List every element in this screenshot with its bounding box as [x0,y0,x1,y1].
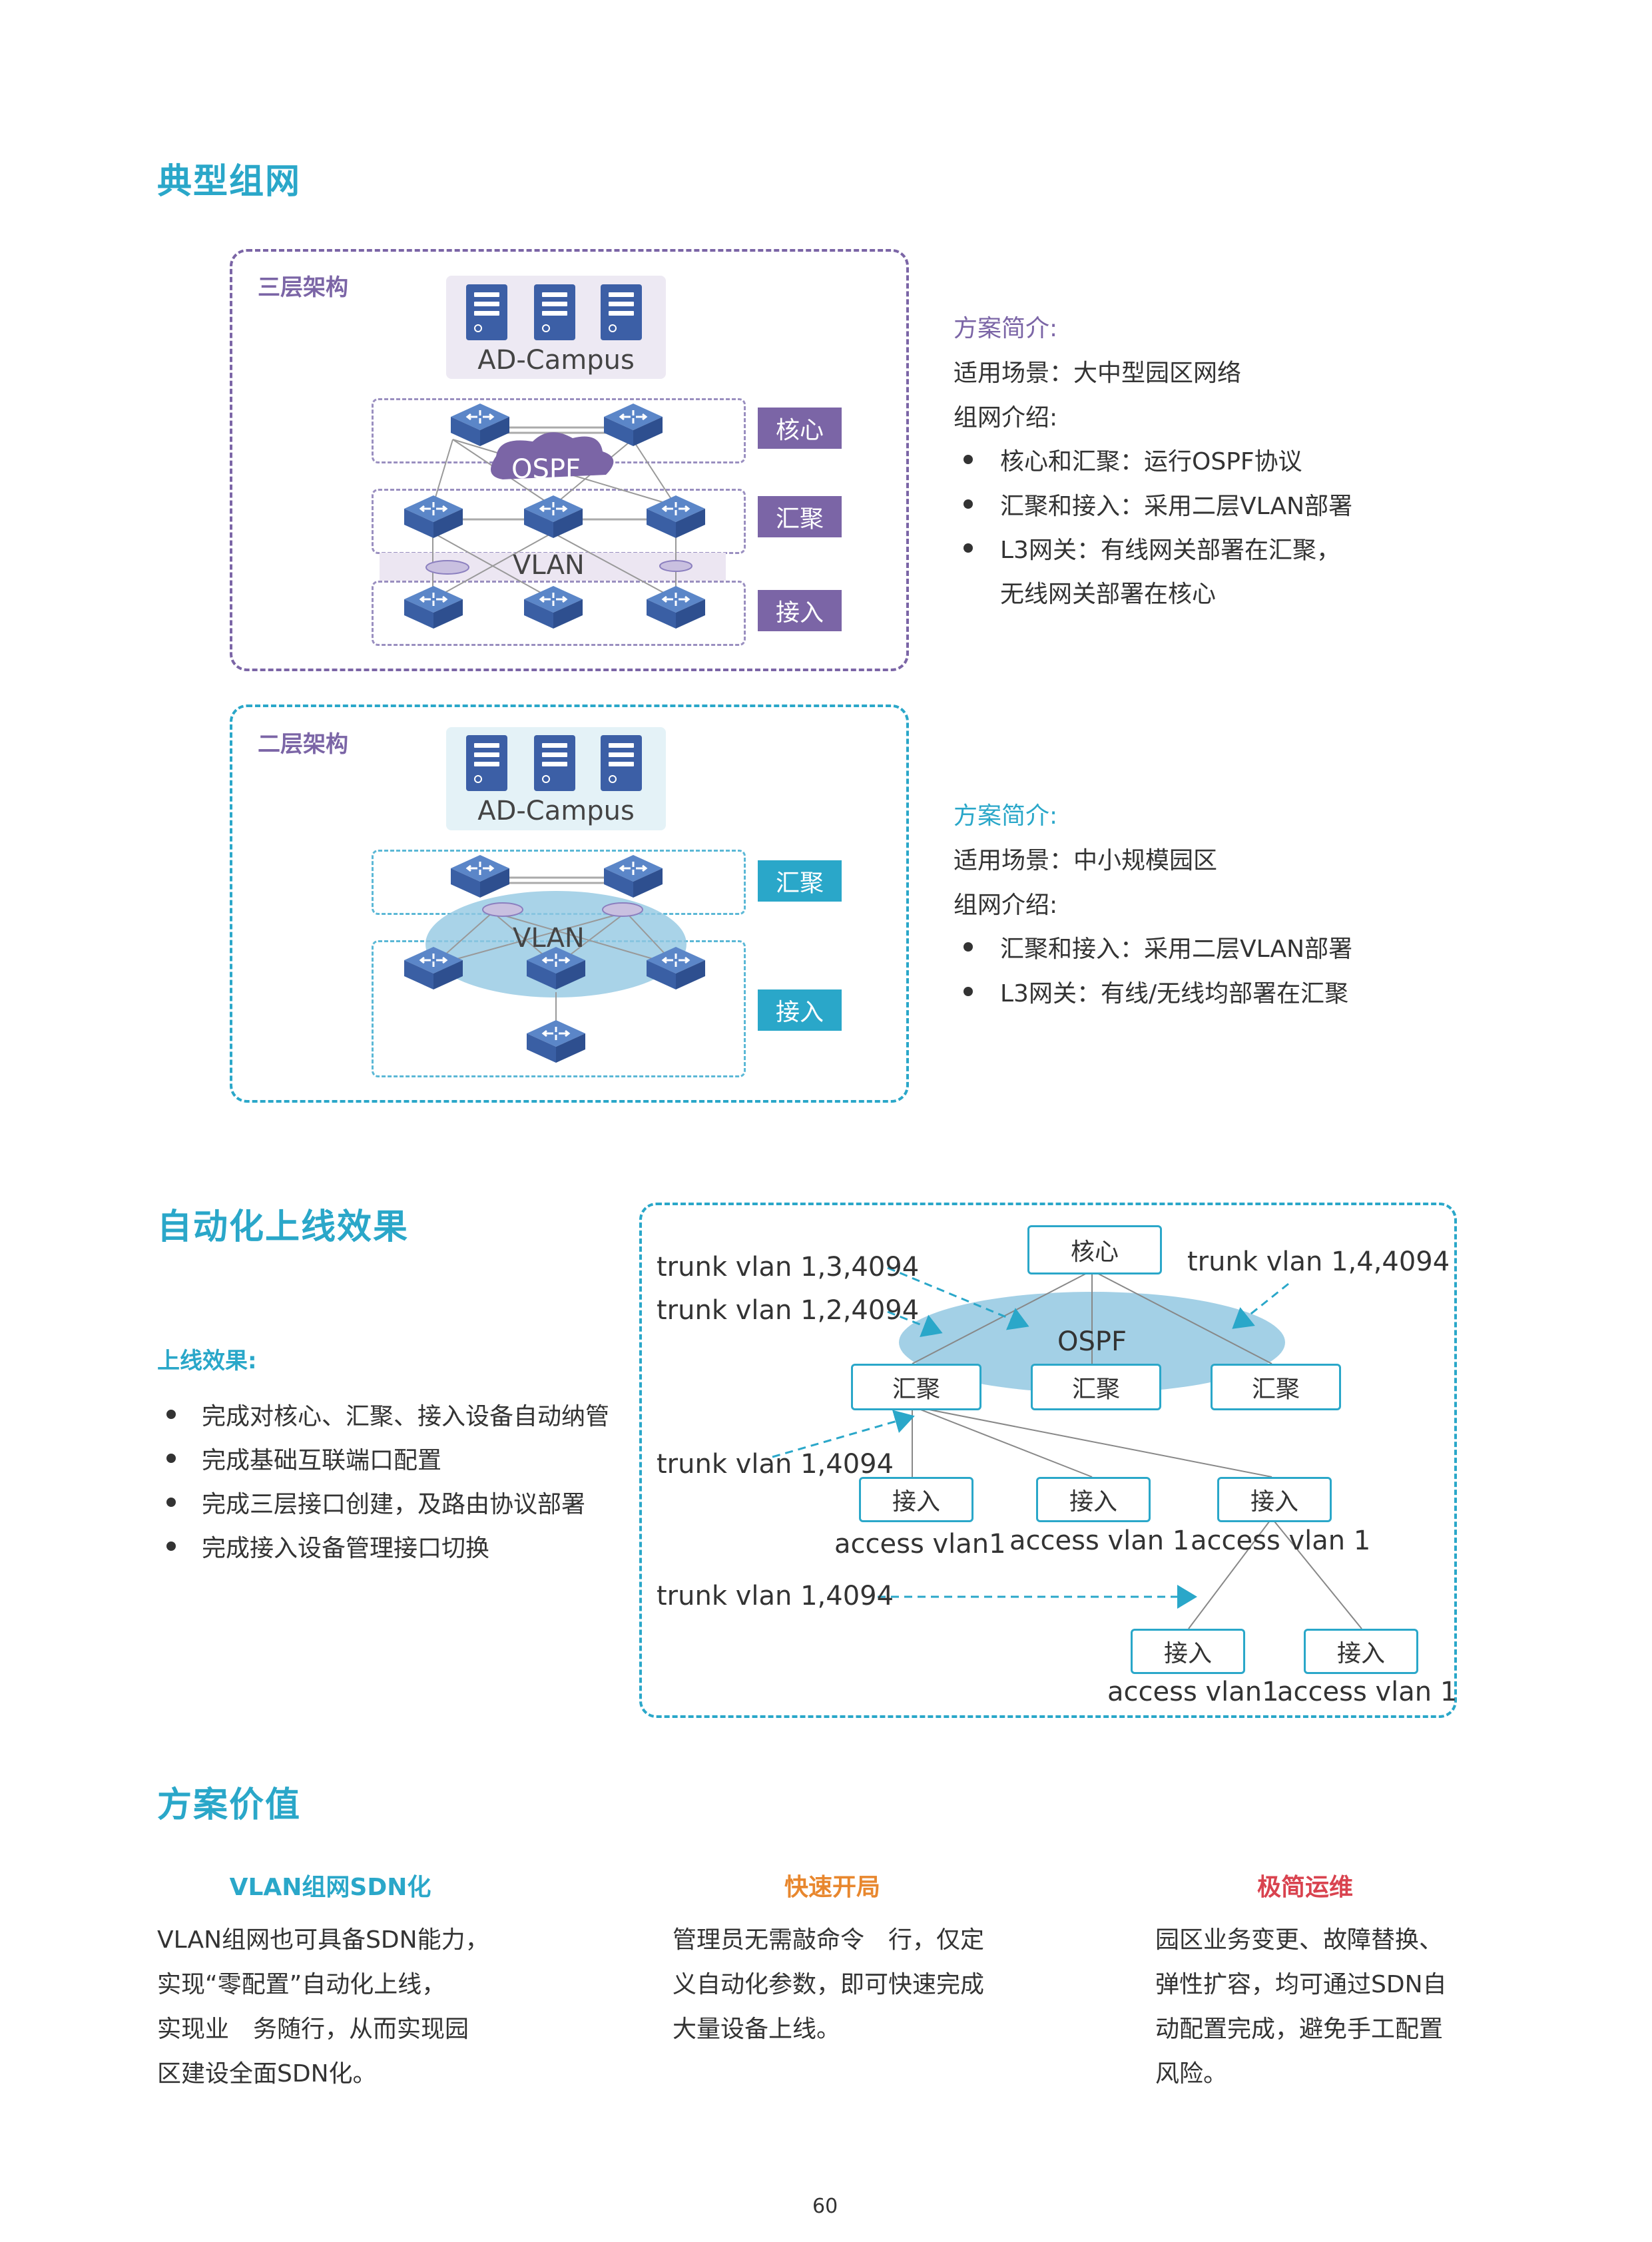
value-body-simple-ops: 园区业务变更、故障替换、 弹性扩容，均可通过SDN自 动配置完成，避免手工配置 … [1155,1918,1528,2096]
value-title-fast-deploy: 快速开局 [784,1874,880,1901]
access-vlan-label: access vlan 1 [1009,1526,1190,1556]
three-layer-bullet-continuation: 无线网关部署在核心 [1000,581,1217,608]
access-node: 接入 [859,1477,973,1522]
server-icon [601,284,642,340]
trunk-label: trunk vlan 1,3,4094 [657,1252,920,1282]
vlan-label: VLAN [513,550,585,581]
three-layer-frame [230,249,909,671]
vlan-label: VLAN [513,923,585,954]
bullet-dot [166,1541,176,1551]
page-number: 60 [812,2195,838,2218]
bullet-dot [964,543,973,553]
aggregation-node: 汇聚 [1211,1364,1341,1410]
ospf-label: OSPF [1057,1326,1127,1357]
two-layer-network-intro: 组网介绍: [954,892,1058,919]
two-layer-topology [403,854,706,1064]
value-line: 大量设备上线。 [673,2016,841,2043]
trunk-label: trunk vlan 1,4,4094 [1187,1247,1450,1277]
section-title-typical-network: 典型组网 [157,162,302,202]
three-layer-scene: 适用场景：大中型园区网络 [954,360,1242,387]
access-vlan-label: access vlan1 [1107,1677,1279,1707]
value-line: 园区业务变更、故障替换、 [1155,1926,1444,1954]
three-layer-topology [380,402,726,630]
section-title-auto-online: 自动化上线效果 [157,1207,410,1247]
three-layer-bullet: 核心和汇聚：运行OSPF协议 [1000,448,1302,475]
topology-frame [639,1203,1457,1718]
value-line: 弹性扩容，均可通过SDN自 [1155,1971,1447,1998]
three-layer-network-intro: 组网介绍: [954,404,1058,431]
online-effect-bullet: 完成接入设备管理接口切换 [202,1535,490,1562]
access-node: 接入 [1131,1629,1245,1674]
value-line: 动配置完成，避免手工配置 [1155,2016,1444,2043]
trunk-label: trunk vlan 1,4094 [657,1581,894,1611]
aggregation-node: 汇聚 [1031,1364,1161,1410]
bullet-dot [964,455,973,464]
value-line: 管理员无需敲命令 行，仅定 [673,1926,985,1954]
three-layer-intro-head: 方案简介: [954,315,1058,342]
trunk-label: trunk vlan 1,4094 [657,1449,894,1480]
two-layer-intro-head: 方案简介: [954,802,1058,830]
three-layer-title: 三层架构 [258,274,348,301]
online-effect-subtitle: 上线效果: [157,1348,257,1374]
value-line: 风险。 [1155,2060,1228,2088]
access-tier-box [372,581,746,646]
server-icon [466,284,507,340]
server-icon [534,735,575,791]
online-effect-bullet: 完成基础互联端口配置 [202,1447,442,1474]
online-effect-bullet: 完成对核心、汇聚、接入设备自动纳管 [202,1403,610,1430]
server-icon [534,284,575,340]
section-title-value: 方案价值 [157,1785,302,1825]
access-node: 接入 [1304,1629,1418,1674]
value-title-simple-ops: 极简运维 [1256,1874,1353,1901]
three-layer-bullet: 汇聚和接入：采用二层VLAN部署 [1000,493,1353,520]
value-body-sdn: VLAN组网也可具备SDN能力， 实现“零配置”自动化上线， 实现业 务随行，从… [157,1918,530,2096]
bullet-dot [166,1410,176,1419]
two-layer-title: 二层架构 [258,731,348,758]
auto-online-topology [772,1266,1362,1629]
server-name-label: AD-Campus [477,796,635,826]
value-line: 实现业 务随行，从而实现园 [157,2016,469,2043]
ospf-label: OSPF [511,454,581,485]
two-layer-bullet: 汇聚和接入：采用二层VLAN部署 [1000,936,1353,963]
access-vlan-label: access vlan 1 [1277,1677,1458,1707]
three-layer-bullet: L3网关：有线网关部署在汇聚， [1000,537,1340,564]
server-name-label: AD-Campus [477,345,635,376]
server-icon [601,735,642,791]
value-line: 义自动化参数，即可快速完成 [673,1971,985,1998]
two-layer-bullet: L3网关：有线/无线均部署在汇聚 [1000,980,1349,1007]
value-line: 区建设全面SDN化。 [157,2060,377,2088]
tier-label-access: 接入 [758,590,842,631]
tier-label-aggregation: 汇聚 [758,496,842,537]
access-vlan-label: access vlan1 [834,1529,1006,1559]
trunk-label: trunk vlan 1,2,4094 [657,1295,920,1326]
aggregation-node: 汇聚 [851,1364,981,1410]
tier-label-core: 核心 [758,408,842,449]
bullet-dot [964,987,973,996]
value-title-sdn: VLAN组网SDN化 [229,1874,431,1901]
server-icon [466,735,507,791]
online-effect-bullet: 完成三层接口创建，及路由协议部署 [202,1491,586,1518]
access-node: 接入 [1036,1477,1151,1522]
value-line: VLAN组网也可具备SDN能力， [157,1926,489,1954]
tier-label-access: 接入 [758,989,842,1031]
access-vlan-label: access vlan 1 [1191,1526,1371,1556]
bullet-dot [166,1454,176,1463]
bullet-dot [964,499,973,509]
core-node: 核心 [1027,1225,1162,1274]
bullet-dot [964,942,973,952]
value-line: 实现“零配置”自动化上线， [157,1971,446,1998]
two-layer-frame [230,704,909,1103]
value-body-fast-deploy: 管理员无需敲命令 行，仅定 义自动化参数，即可快速完成 大量设备上线。 [673,1918,1045,2052]
bullet-dot [166,1498,176,1507]
access-node: 接入 [1217,1477,1332,1522]
two-layer-scene: 适用场景：中小规模园区 [954,847,1218,874]
tier-label-aggregation: 汇聚 [758,860,842,902]
